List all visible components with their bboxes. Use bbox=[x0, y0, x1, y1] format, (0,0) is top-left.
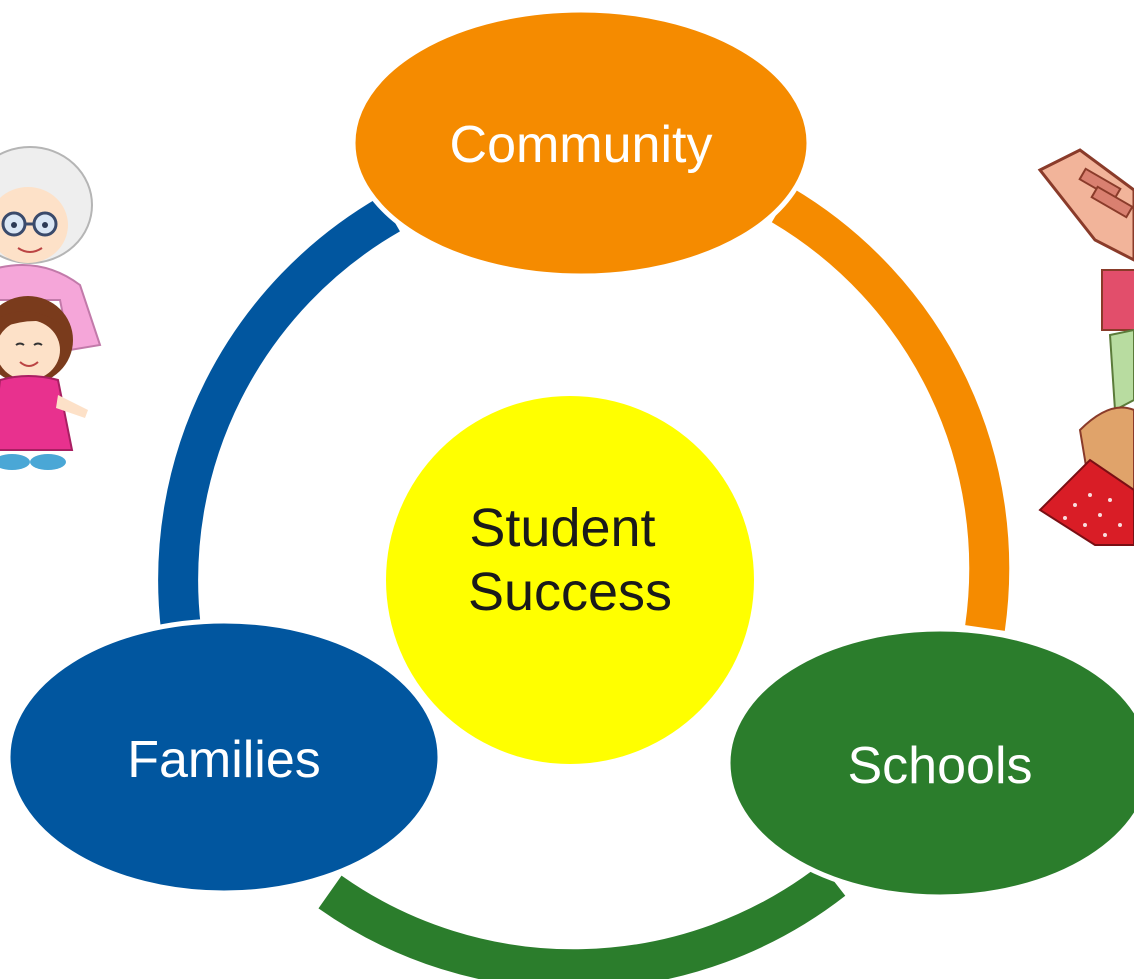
families-label: Families bbox=[127, 731, 321, 789]
center-node: Student Success bbox=[386, 396, 754, 764]
arc-families-community bbox=[158, 196, 400, 632]
arc-schools-families bbox=[318, 864, 846, 979]
schools-label: Schools bbox=[848, 737, 1033, 795]
grandmother-girl-icon bbox=[0, 146, 102, 470]
community-node: Community bbox=[350, 7, 812, 279]
center-label-line-1: Student bbox=[469, 498, 655, 558]
cycle-ring bbox=[158, 187, 1010, 979]
families-node: Families bbox=[5, 618, 443, 896]
svg-text:Student Success: Student Success bbox=[468, 498, 672, 622]
schools-node: Schools bbox=[725, 626, 1134, 900]
community-label: Community bbox=[450, 116, 713, 174]
arc-community-schools bbox=[771, 187, 1010, 631]
graduation-hands-icon bbox=[1037, 148, 1134, 546]
center-label-line-2: Success bbox=[468, 562, 672, 622]
